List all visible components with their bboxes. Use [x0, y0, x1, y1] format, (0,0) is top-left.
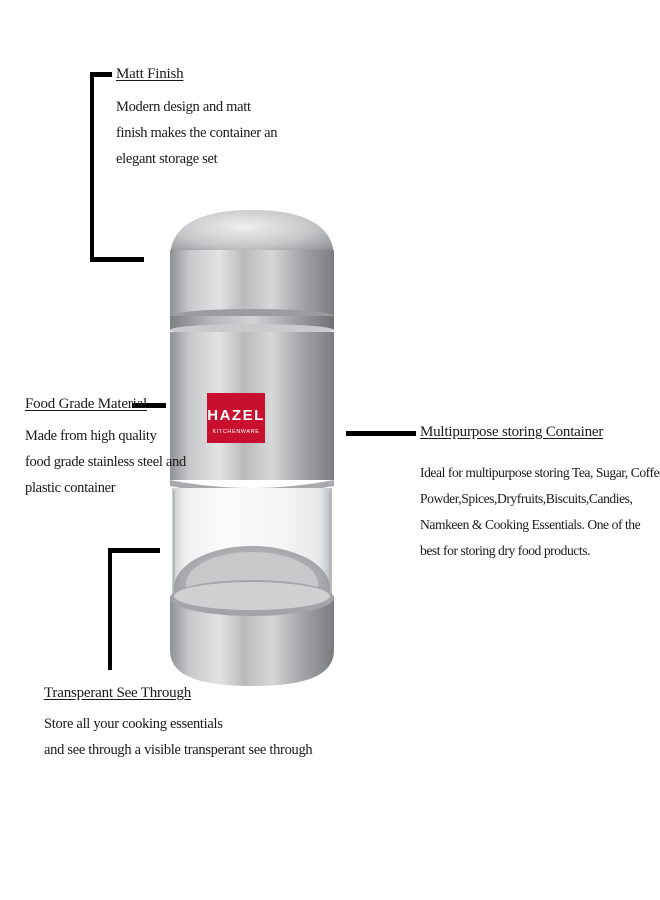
- see-through-title: Transperant See Through: [44, 685, 192, 701]
- steel-base: [170, 580, 334, 686]
- matt-finish-description: Modern design and matt finish makes the …: [116, 94, 278, 172]
- multipurpose-pointer: [346, 431, 416, 436]
- description-line: Modern design and matt: [116, 99, 251, 115]
- matt-finish-title: Matt Finish: [116, 66, 184, 82]
- description-line: best for storing dry food products.: [420, 543, 591, 558]
- description-line: Made from high quality: [25, 428, 157, 444]
- see-through-bracket-top: [108, 548, 160, 553]
- food-grade-title: Food Grade Material: [25, 396, 147, 412]
- matt-finish-bracket-vertical: [90, 72, 94, 262]
- see-through-bracket-vertical: [108, 548, 112, 670]
- description-line: Powder,Spices,Dryfruits,Biscuits,Candies…: [420, 491, 633, 506]
- description-line: Ideal for multipurpose storing Tea, Suga…: [420, 465, 660, 480]
- food-grade-pointer: [132, 403, 166, 408]
- lid: [170, 210, 334, 336]
- multipurpose-title: Multipurpose storing Container: [420, 424, 604, 440]
- matt-finish-bracket-top: [90, 72, 112, 77]
- description-line: Store all your cooking essentials: [44, 716, 223, 732]
- description-line: elegant storage set: [116, 151, 218, 167]
- multipurpose-description: Ideal for multipurpose storing Tea, Suga…: [420, 460, 660, 564]
- matt-finish-bracket-bottom: [90, 257, 144, 262]
- see-through-description: Store all your cooking essentials and se…: [44, 711, 313, 763]
- description-line: and see through a visible transperant se…: [44, 742, 313, 758]
- description-line: Namkeen & Cooking Essentials. One of the: [420, 517, 641, 532]
- hazel-logo: HAZEL KITCHENWARE: [207, 393, 265, 443]
- description-line: finish makes the container an: [116, 125, 278, 141]
- svg-text:HAZEL: HAZEL: [207, 407, 265, 424]
- description-line: food grade stainless steel and: [25, 454, 186, 470]
- svg-text:KITCHENWARE: KITCHENWARE: [212, 429, 259, 435]
- description-line: plastic container: [25, 480, 116, 496]
- food-grade-description: Made from high quality food grade stainl…: [25, 423, 186, 501]
